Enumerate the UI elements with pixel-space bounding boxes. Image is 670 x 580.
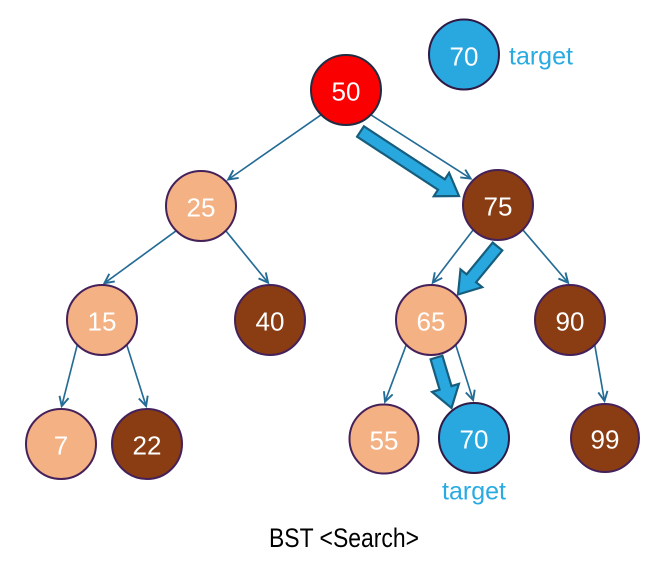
svg-text:target: target <box>509 43 573 71</box>
svg-text:65: 65 <box>417 306 446 336</box>
svg-text:15: 15 <box>88 306 117 336</box>
svg-text:40: 40 <box>256 306 285 336</box>
svg-text:55: 55 <box>370 425 399 455</box>
svg-text:75: 75 <box>484 191 513 221</box>
svg-text:22: 22 <box>133 430 162 460</box>
svg-text:BST <Search>: BST <Search> <box>269 523 419 553</box>
svg-text:25: 25 <box>187 192 216 222</box>
svg-text:target: target <box>442 478 506 506</box>
svg-text:70: 70 <box>460 424 489 454</box>
svg-text:90: 90 <box>556 306 585 336</box>
svg-text:99: 99 <box>591 424 620 454</box>
svg-text:70: 70 <box>450 41 479 71</box>
svg-text:50: 50 <box>332 76 361 106</box>
svg-text:7: 7 <box>54 430 68 460</box>
